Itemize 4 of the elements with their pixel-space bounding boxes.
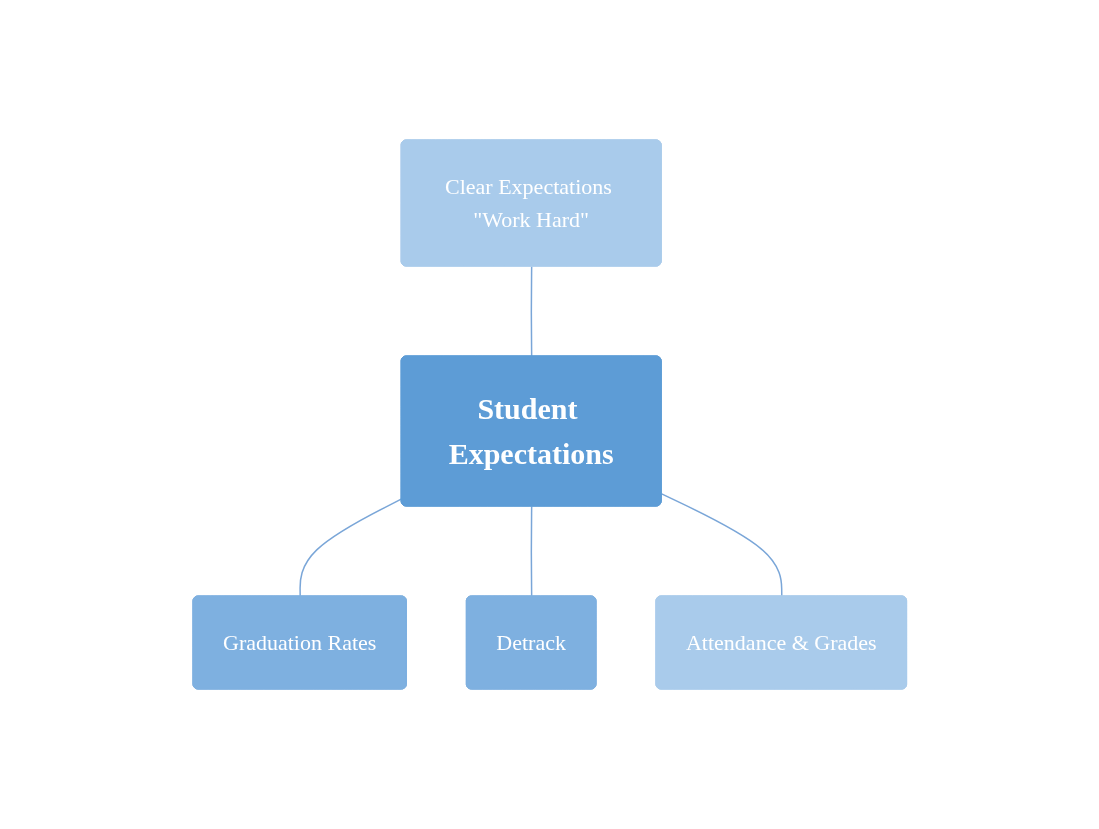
connector — [530, 505, 533, 598]
connector — [660, 493, 783, 598]
connector — [299, 498, 403, 598]
connector — [530, 265, 533, 358]
